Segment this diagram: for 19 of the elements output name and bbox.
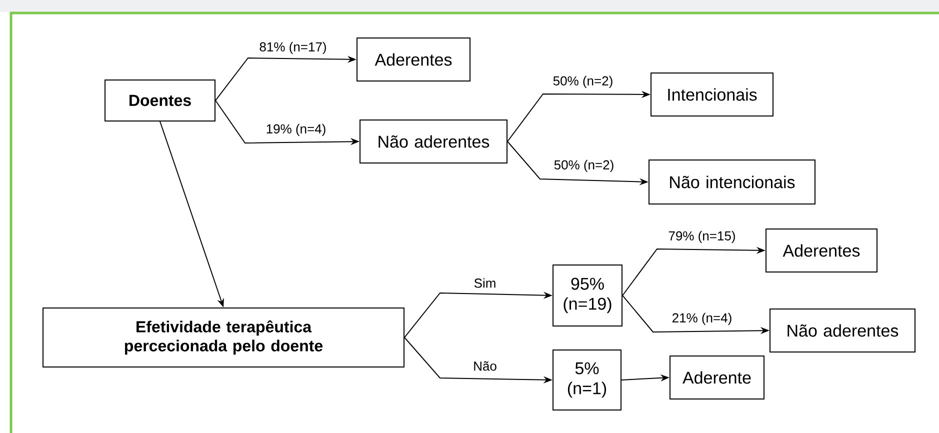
process-box: Não intencionais bbox=[648, 159, 816, 204]
process-box: Não aderentes bbox=[360, 120, 508, 164]
edge-label: 21% (n=4) bbox=[670, 312, 734, 326]
process-box: Efetividade terapêutica percecionada pelo doente bbox=[42, 307, 404, 368]
process-box: Aderentes bbox=[356, 38, 470, 82]
process-box: Aderentes bbox=[766, 228, 878, 272]
edge-label: Não bbox=[472, 360, 498, 372]
process-box: Não aderentes bbox=[770, 308, 916, 352]
process-box: 95% (n=19) bbox=[552, 264, 622, 326]
process-box: Intencionais bbox=[650, 72, 774, 116]
edge-label: 50% (n=2) bbox=[552, 158, 616, 174]
process-box: 5% (n=1) bbox=[552, 349, 622, 410]
edge-label: 50% (n=2) bbox=[552, 74, 614, 90]
process-box: Aderente bbox=[670, 355, 764, 400]
edge-label: Sim bbox=[472, 277, 498, 289]
edge-label: 79% (n=15) bbox=[667, 230, 737, 244]
edge-label: 81% (n=17) bbox=[258, 40, 328, 56]
process-box: Doentes bbox=[104, 80, 216, 122]
edge-label: 19% (n=4) bbox=[264, 122, 328, 138]
